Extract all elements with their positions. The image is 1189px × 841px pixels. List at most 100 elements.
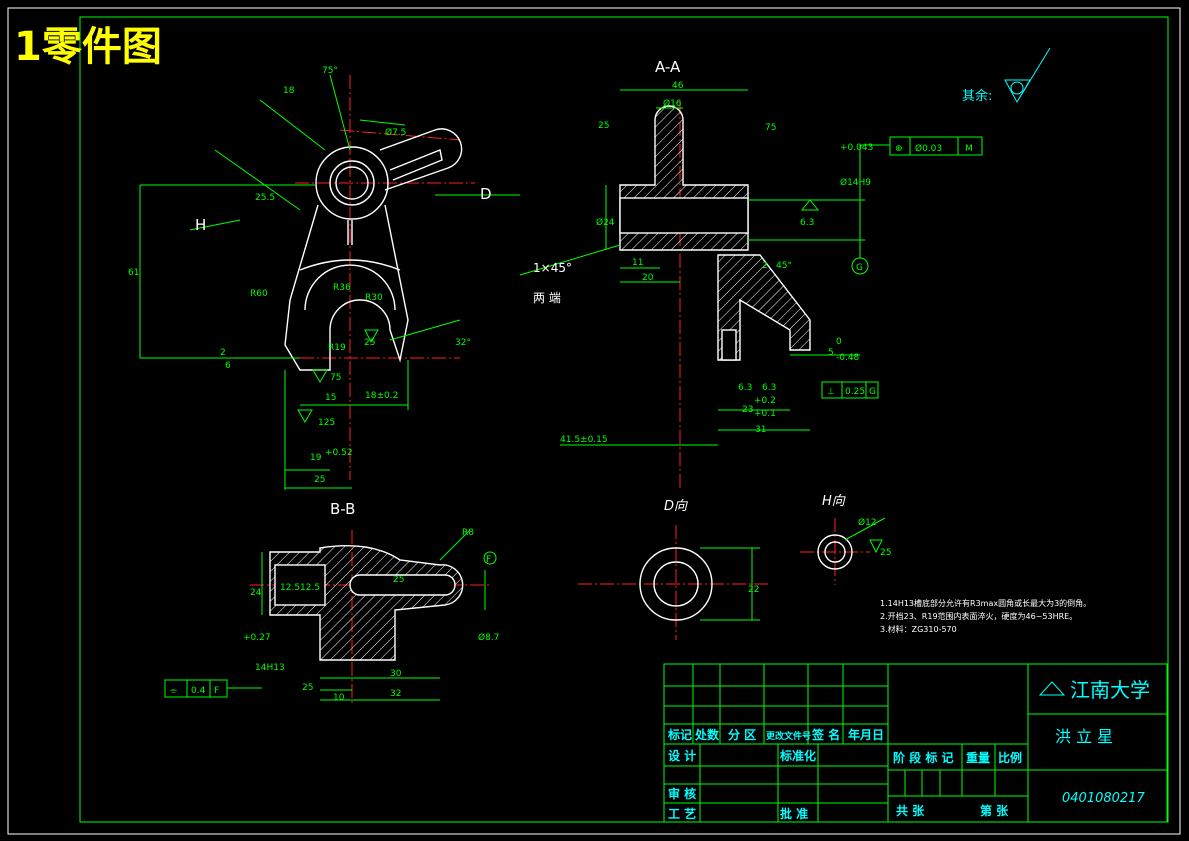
tb-school: 江南大学	[1070, 678, 1150, 702]
dim-14h13: 14H13	[255, 663, 285, 673]
roughness-rest-label: 其余:	[962, 88, 992, 104]
dim-d-22: 22	[748, 585, 759, 595]
dim-5: 5	[828, 348, 834, 358]
label-chamfer: 1×45°	[533, 261, 572, 275]
tol-position-mod: M	[965, 144, 973, 154]
dim-6: 6	[225, 361, 231, 371]
note-1: 1.14H13槽底部分允许有R3max圆角或长最大为3的倒角。	[880, 598, 1091, 608]
dim-25-ra: 25	[364, 338, 375, 348]
dim-125-ra: 125	[318, 418, 335, 428]
dim-23-up: +0.2	[754, 396, 776, 406]
dim-dia24: Ø24	[596, 217, 615, 228]
main-view: 18 75° Ø7.5 25.5 R60 R36 R30 R19 61 2 6 …	[128, 66, 520, 490]
dim-bb-24: 24	[250, 588, 262, 598]
ra-6-3-a: 6.3	[800, 218, 814, 228]
dim-11: 11	[632, 258, 643, 268]
dim-23-low: +0.1	[754, 409, 776, 419]
tol-position-symbol: ⊕	[895, 144, 903, 154]
dim-25-bottom: 25	[314, 475, 325, 485]
tb-design: 设 计	[668, 748, 696, 763]
d-view: D向 22	[578, 499, 770, 640]
dim-41-5: 41.5±0.15	[560, 435, 608, 445]
tb-header-date: 年月日	[848, 727, 884, 742]
tb-scale: 比例	[998, 750, 1022, 765]
dim-r19: R19	[328, 343, 346, 353]
dim-20: 20	[642, 273, 654, 283]
tb-standard: 标准化	[779, 748, 816, 763]
label-both-ends: 两 端	[533, 291, 561, 305]
dim-aa-75: 75	[765, 123, 776, 133]
dim-19: 19	[310, 453, 322, 463]
page-title: 1零件图	[14, 24, 162, 70]
section-aa: A-A 46 Ø16 Ø24 25 75 11 20 2 45° Ø14H9 +…	[519, 58, 983, 490]
ra-6-3-c: 6.3	[762, 383, 776, 393]
dim-bb-25b: 25	[302, 683, 313, 693]
dim-12-5-a: 12.5	[280, 583, 300, 593]
tol-sym-datum: F	[214, 686, 219, 696]
outer-border	[7, 7, 1181, 835]
dim-bb-r8: R8	[462, 528, 474, 538]
tb-process: 工 艺	[668, 806, 696, 821]
roughness-rest-symbol	[1004, 47, 1051, 104]
inner-border	[79, 16, 1169, 823]
tb-weight: 重量	[966, 750, 990, 765]
dim-r30: R30	[365, 293, 383, 303]
dim-aa-25: 25	[598, 121, 609, 131]
tb-number: 0401080217	[1062, 791, 1145, 806]
dim-r36: R36	[333, 283, 351, 293]
tb-header-sign: 签 名	[811, 727, 840, 742]
tol-sym-value: 0.4	[191, 686, 206, 696]
dim-23: 23	[742, 405, 753, 415]
tol-perp-datum: G	[869, 387, 876, 397]
dim-dia16: Ø16	[663, 98, 682, 109]
label-d-view: D向	[664, 499, 688, 514]
school-logo-icon	[1038, 681, 1066, 696]
dim-bb-25-ra: 25	[393, 575, 404, 585]
dim-dia7-5: Ø7.5	[385, 127, 406, 138]
technical-notes: 1.14H13槽底部分允许有R3max圆角或长最大为3的倒角。 2.开档23、R…	[880, 598, 1091, 634]
dim-45deg: 45°	[776, 261, 792, 271]
dim-75deg: 75°	[322, 66, 338, 76]
dim-15: 15	[325, 393, 336, 403]
dim-31: 31	[755, 425, 766, 435]
dim-h-dia12: Ø12	[858, 517, 877, 528]
dim-h-25: 25	[880, 548, 891, 558]
label-bb: B-B	[330, 500, 355, 518]
dim-32deg: 32°	[455, 338, 471, 348]
ra-6-3-b: 6.3	[738, 383, 752, 393]
view-arrow-d: D	[480, 185, 492, 203]
tol-perp-symbol: ⊥	[827, 387, 835, 397]
dim-2: 2	[220, 348, 226, 358]
tb-header-mark: 标记	[667, 727, 692, 742]
dim-18: 18	[283, 86, 295, 96]
tb-check: 审 核	[668, 786, 696, 801]
dim-14h13-up: +0.27	[243, 633, 271, 643]
title-block: 标记 处数 分 区 更改文件号 签 名 年月日 设 计 标准化 审 核 工 艺 …	[663, 663, 1168, 823]
tb-header-zone: 分 区	[728, 727, 756, 742]
dim-dia8-7: Ø8.7	[478, 632, 499, 643]
tb-header-count: 处数	[694, 727, 720, 742]
note-3: 3.材料：ZG310-570	[880, 624, 957, 634]
tb-approve: 批 准	[780, 806, 808, 821]
dim-dia14h9: Ø14H9	[840, 177, 871, 188]
dim-r60: R60	[250, 289, 268, 299]
dim-46: 46	[672, 81, 684, 91]
datum-g: G	[856, 263, 863, 273]
dim-61: 61	[128, 268, 139, 278]
dim-18-tol: 18±0.2	[365, 391, 398, 401]
dim-bb-32: 32	[390, 689, 401, 699]
dim-19-up: +0.52	[325, 448, 353, 458]
dim-bb-30: 30	[390, 669, 402, 679]
dim-aa-2: 2	[762, 261, 768, 271]
tol-position-value: Ø0.03	[915, 143, 942, 154]
tol-perp-value: 0.25	[845, 387, 865, 397]
dim-25-5: 25.5	[255, 193, 275, 203]
h-view: H向 Ø12 25	[800, 494, 891, 585]
dim-5-low: -0.48	[836, 353, 860, 363]
label-h-view: H向	[822, 494, 846, 509]
dim-12-5-b: 12.5	[300, 583, 320, 593]
view-arrow-h: H	[195, 216, 206, 234]
note-2: 2.开档23、R19范围内表面淬火，硬度为46~53HRE。	[880, 611, 1077, 621]
